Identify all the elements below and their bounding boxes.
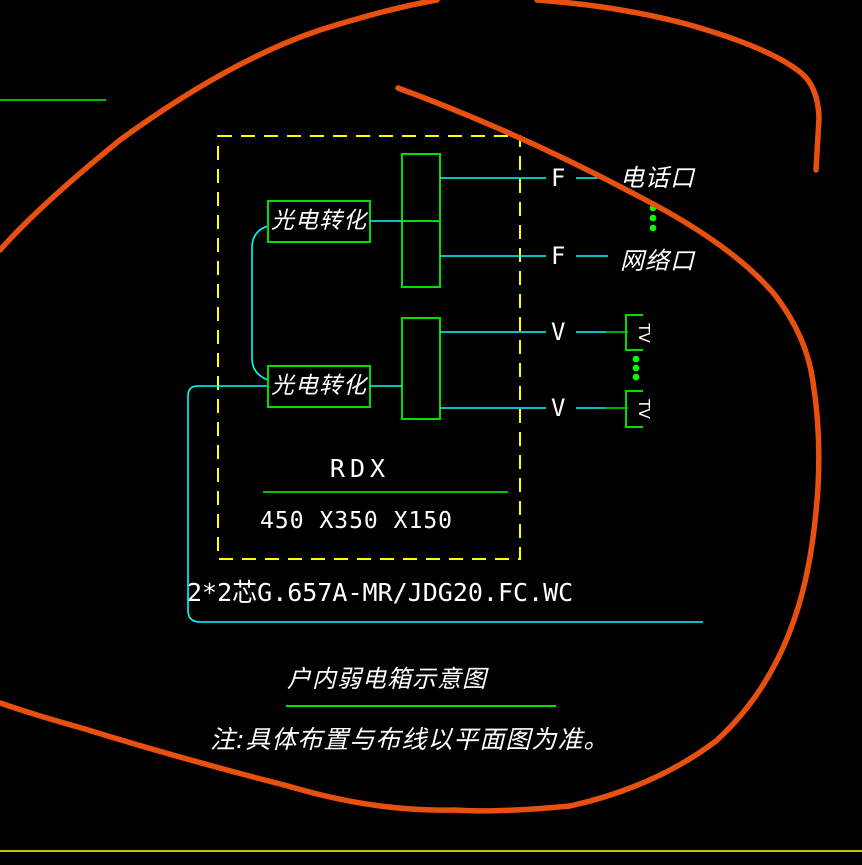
channel-f1-label: F [551,164,566,192]
channel-v1-label: V [551,318,566,346]
channel-v2-label: V [551,394,566,422]
port-tv2-label: TV [635,399,654,419]
channel-f2-label: F [551,242,566,270]
orange-stroke-top-left [0,0,440,253]
box-name-label: RDX [329,454,391,483]
enclosure-dashed-boundary [217,135,521,560]
converter-bottom-label: 光电转化 [271,373,367,399]
port-phone-label: 电话口 [620,164,695,192]
ellipsis-dots-tv [632,355,640,381]
cable-spec-label: 2*2芯G.657A-MR/JDG20.FC.WC [187,578,574,607]
converter-top-label: 光电转化 [271,208,367,234]
drawing-note: 注:具体布置与布线以平面图为准。 [210,725,610,754]
splitter-module-top [401,153,441,288]
ellipsis-dots-phone-network [649,204,657,232]
fiber-trunk-line [251,225,269,381]
drawing-title: 户内弱电箱示意图 [287,665,487,693]
box-size-label: 450 X350 X150 [260,508,454,534]
orange-stroke-loop [0,85,822,814]
port-network-label: 网络口 [620,247,695,275]
splitter-module-bottom [401,317,441,420]
port-tv1-label: TV [635,323,654,343]
orange-stroke-top-right [534,0,822,173]
